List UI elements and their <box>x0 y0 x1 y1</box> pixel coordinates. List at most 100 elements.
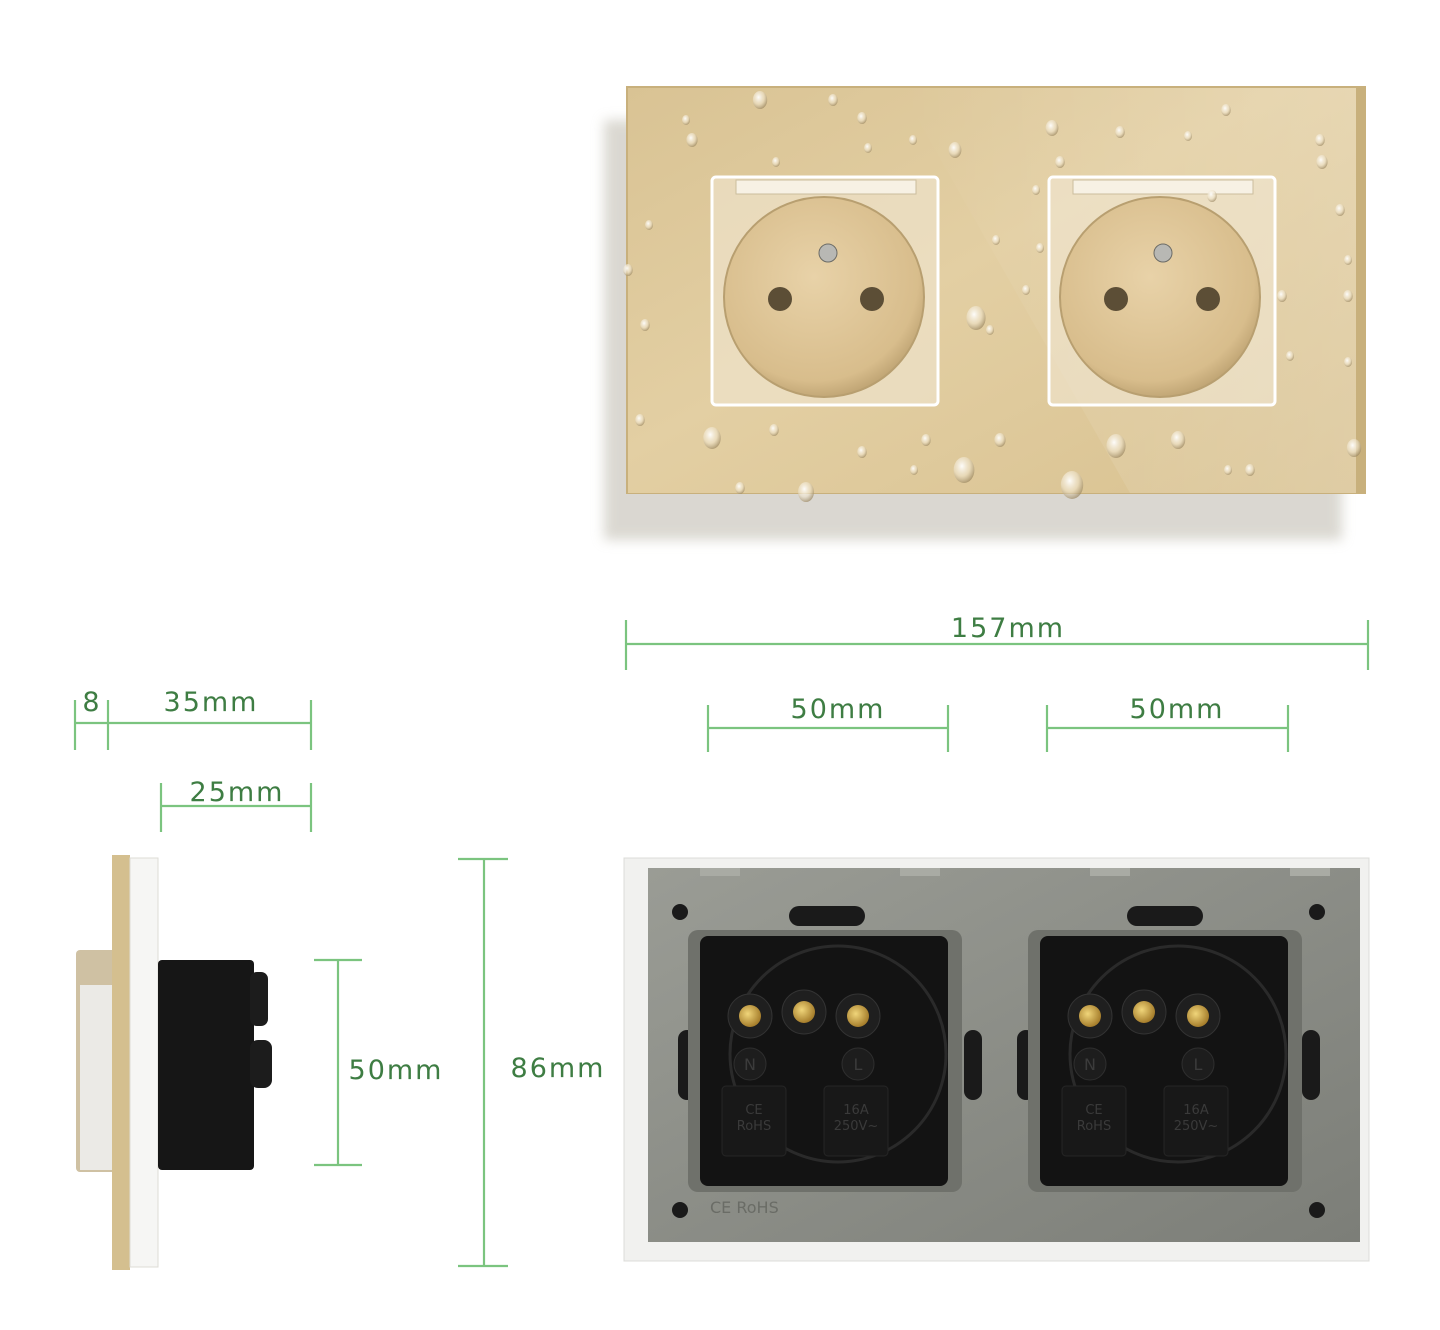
water-drop <box>992 235 1000 245</box>
neutral-label: N <box>744 1055 756 1074</box>
water-drop <box>1184 131 1192 141</box>
water-drop <box>1315 134 1325 146</box>
live-label: L <box>854 1055 863 1074</box>
cover-hinge-right <box>1072 179 1254 195</box>
cert-panel <box>721 1085 787 1157</box>
dim-label-8: 8 <box>82 687 101 718</box>
water-drop <box>1106 434 1126 458</box>
dim-module-depth: 25mm <box>159 777 313 832</box>
dim-label-50-height: 50mm <box>349 1055 444 1086</box>
side-white-frame <box>129 857 159 1268</box>
dim-socket-left: 50mm <box>706 694 950 752</box>
rating-panel <box>1163 1085 1229 1157</box>
water-drop <box>1286 351 1294 361</box>
mount-slot-icon <box>1127 906 1203 926</box>
plug-hole-icon <box>1104 287 1128 311</box>
water-drop <box>686 133 698 147</box>
water-drop <box>1224 465 1232 475</box>
brass-terminal-screw <box>1079 1005 1101 1027</box>
dim-depth: 8 35mm <box>73 687 313 750</box>
water-drop <box>1170 431 1186 449</box>
water-drop <box>1344 357 1352 367</box>
side-terminal-bump <box>250 1040 272 1088</box>
water-drop <box>994 433 1006 447</box>
water-drop <box>1115 126 1125 138</box>
water-drop <box>645 220 653 230</box>
live-label: L <box>1194 1055 1203 1074</box>
water-drop <box>640 319 650 331</box>
mount-slot-icon <box>964 1030 982 1100</box>
water-drop <box>1346 439 1362 457</box>
water-drop <box>1344 255 1352 265</box>
brass-terminal-screw <box>1187 1005 1209 1027</box>
water-drop <box>1055 156 1065 168</box>
socket-cup-left <box>723 196 925 398</box>
live-marker <box>1181 1047 1215 1081</box>
water-drop <box>798 482 814 502</box>
water-drop <box>772 157 780 167</box>
water-drop <box>1036 243 1044 253</box>
water-drop <box>948 142 962 158</box>
module-ring <box>728 944 948 1164</box>
dim-label-157: 157mm <box>951 613 1065 644</box>
dim-label-86: 86mm <box>511 1053 606 1084</box>
water-drop <box>828 94 838 106</box>
water-drop <box>682 115 690 125</box>
plug-hole-icon <box>1196 287 1220 311</box>
socket-right <box>1047 175 1277 407</box>
live-marker <box>841 1047 875 1081</box>
water-drop <box>909 135 917 145</box>
plug-hole-icon <box>860 287 884 311</box>
water-drop <box>1277 290 1287 302</box>
front-view-gold-glass-double-socket <box>604 86 1366 540</box>
neutral-marker <box>1073 1047 1107 1081</box>
dim-panel-height: 86mm <box>458 857 606 1268</box>
water-drop <box>735 482 745 494</box>
screw-hole-icon <box>1309 1202 1325 1218</box>
screw-hole-icon <box>672 904 688 920</box>
water-drop <box>1045 120 1059 136</box>
water-drop <box>910 465 918 475</box>
dim-module-height: 50mm <box>314 958 444 1167</box>
side-module-body <box>158 960 254 1170</box>
water-drop <box>864 143 872 153</box>
water-drop <box>966 306 986 330</box>
water-drop <box>623 264 633 276</box>
brass-terminal-screw <box>739 1005 761 1027</box>
water-drop <box>986 325 994 335</box>
dim-label-25: 25mm <box>190 777 285 808</box>
water-drop <box>857 112 867 124</box>
earth-pin-icon <box>1153 243 1173 263</box>
water-drop <box>703 427 721 449</box>
plug-hole-icon <box>768 287 792 311</box>
side-mount-inner <box>80 985 112 1170</box>
water-drop <box>921 434 931 446</box>
water-drop <box>1245 464 1255 476</box>
socket-left <box>710 175 940 407</box>
water-drop <box>1022 285 1030 295</box>
water-drop <box>857 446 867 458</box>
mount-slot-icon <box>1302 1030 1320 1100</box>
water-drop <box>1343 290 1353 302</box>
water-drop <box>752 91 768 109</box>
screw-hole-icon <box>672 1202 688 1218</box>
neutral-label: N <box>1084 1055 1096 1074</box>
brass-terminal-screw <box>847 1005 869 1027</box>
water-drop <box>1221 104 1231 116</box>
cover-hinge-left <box>735 179 917 195</box>
water-drop <box>953 457 975 483</box>
socket-cup-right <box>1059 196 1261 398</box>
side-profile-view <box>76 855 272 1270</box>
dim-label-50-right: 50mm <box>1130 694 1225 725</box>
frame-marking: CE RoHS <box>710 1198 779 1217</box>
water-drop <box>1335 204 1345 216</box>
side-gold-plate <box>112 855 130 1270</box>
screw-hole-icon <box>1309 904 1325 920</box>
